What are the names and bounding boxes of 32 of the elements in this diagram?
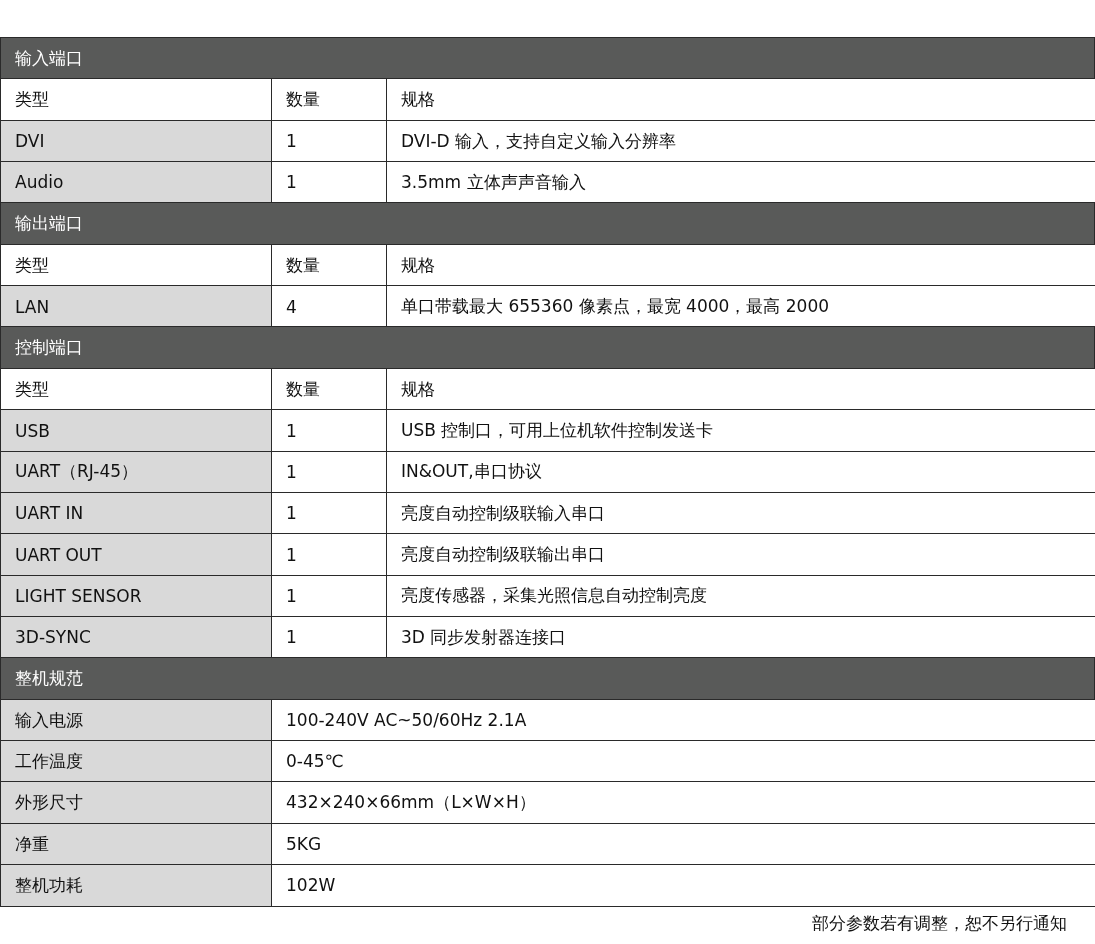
table-cell: 净重 bbox=[0, 822, 273, 866]
table-cell: Audio bbox=[0, 161, 273, 204]
table-cell: 工作温度 bbox=[0, 739, 273, 783]
section-header: 输出端口 bbox=[0, 202, 1095, 246]
table-cell: 3D-SYNC bbox=[0, 615, 273, 659]
table-cell: 102W bbox=[271, 864, 1095, 907]
section-header: 整机规范 bbox=[0, 657, 1095, 701]
section-header: 输入端口 bbox=[0, 37, 1095, 80]
table-cell: 输入电源 bbox=[0, 698, 273, 742]
table-cell: 单口带载最大 655360 像素点，最宽 4000，最高 2000 bbox=[386, 285, 1095, 328]
table-cell: 外形尺寸 bbox=[0, 781, 273, 825]
table-cell: USB bbox=[0, 409, 273, 452]
column-header: 类型 bbox=[0, 78, 273, 122]
table-cell: UART（RJ-45） bbox=[0, 450, 273, 494]
table-cell: 1 bbox=[271, 161, 388, 204]
footnote: 部分参数若有调整，恕不另行通知 bbox=[812, 912, 1067, 935]
table-cell: UART OUT bbox=[0, 533, 273, 577]
table-cell: 亮度自动控制级联输出串口 bbox=[386, 533, 1095, 577]
table-cell: 3.5mm 立体声声音输入 bbox=[386, 161, 1095, 204]
table-cell: LIGHT SENSOR bbox=[0, 574, 273, 618]
table-cell: UART IN bbox=[0, 491, 273, 535]
table-cell: 整机功耗 bbox=[0, 864, 273, 907]
table-cell: LAN bbox=[0, 285, 273, 328]
table-cell: 1 bbox=[271, 409, 388, 452]
table-cell: 4 bbox=[271, 285, 388, 328]
column-header: 数量 bbox=[271, 78, 388, 122]
table-cell: DVI bbox=[0, 119, 273, 163]
table-cell: 432×240×66mm（L×W×H） bbox=[271, 781, 1095, 825]
column-header: 规格 bbox=[386, 78, 1095, 122]
section-header: 控制端口 bbox=[0, 326, 1095, 370]
table-cell: 1 bbox=[271, 533, 388, 577]
table-cell: USB 控制口，可用上位机软件控制发送卡 bbox=[386, 409, 1095, 452]
